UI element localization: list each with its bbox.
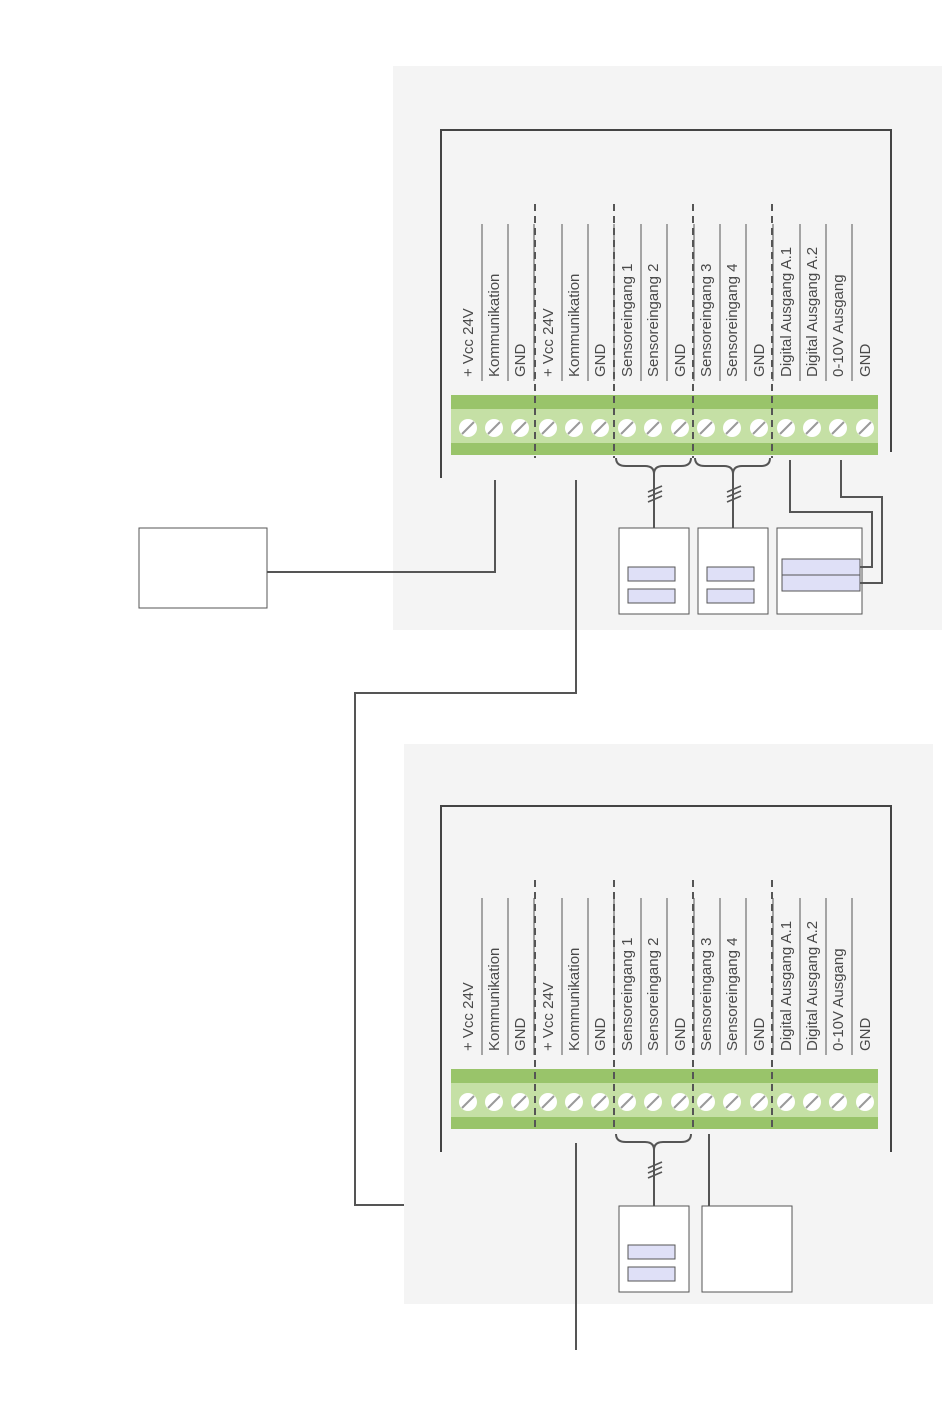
terminal-label: + Vcc 24V — [540, 982, 557, 1051]
screw-terminal-icon — [723, 1093, 741, 1111]
screw-terminal-icon — [539, 419, 557, 437]
module-1-screws — [459, 419, 874, 437]
terminal-label: Digital Ausgang A.1 — [778, 921, 795, 1051]
terminal-label: Sensoreingang 3 — [698, 264, 715, 377]
cable-break-icon — [647, 1161, 663, 1179]
module-2-screws — [459, 1093, 874, 1111]
screw-terminal-icon — [697, 419, 715, 437]
terminal-label: + Vcc 24V — [460, 308, 477, 377]
terminal-label: Sensoreingang 1 — [619, 264, 636, 377]
screw-terminal-icon — [829, 419, 847, 437]
screw-terminal-icon — [829, 1093, 847, 1111]
screw-terminal-icon — [591, 1093, 609, 1111]
screw-terminal-icon — [856, 1093, 874, 1111]
screw-terminal-icon — [485, 419, 503, 437]
module-2-device-box — [701, 1205, 793, 1293]
module-1-sensor-1 — [618, 527, 690, 615]
screw-terminal-icon — [565, 419, 583, 437]
screw-terminal-icon — [856, 419, 874, 437]
terminal-label: GND — [751, 344, 768, 378]
screw-terminal-icon — [459, 1093, 477, 1111]
terminal-label: GND — [857, 344, 874, 378]
screw-terminal-icon — [511, 419, 529, 437]
terminal-label: GND — [857, 1018, 874, 1052]
screw-terminal-icon — [644, 1093, 662, 1111]
screw-terminal-icon — [459, 419, 477, 437]
screw-terminal-icon — [618, 419, 636, 437]
screw-terminal-icon — [539, 1093, 557, 1111]
terminal-label: Kommunikation — [566, 274, 583, 377]
screw-terminal-icon — [618, 1093, 636, 1111]
terminal-label: GND — [592, 1018, 609, 1052]
screw-terminal-icon — [777, 419, 795, 437]
screw-terminal-icon — [671, 419, 689, 437]
module-1-sensor-2 — [697, 527, 769, 615]
terminal-label: GND — [751, 1018, 768, 1052]
module-1-group-dividers — [534, 204, 773, 458]
cable-break-icon — [647, 485, 663, 503]
screw-terminal-icon — [485, 1093, 503, 1111]
cable-break-icon — [726, 485, 742, 503]
wire-analog-out — [840, 460, 883, 584]
wire-power-m1 — [267, 480, 496, 573]
terminal-label: Digital Ausgang A.2 — [804, 247, 821, 377]
terminal-label: Sensoreingang 4 — [724, 264, 741, 377]
terminal-label: Digital Ausgang A.2 — [804, 921, 821, 1051]
screw-terminal-icon — [644, 419, 662, 437]
terminal-label: Sensoreingang 3 — [698, 938, 715, 1051]
terminal-label: GND — [672, 1018, 689, 1052]
terminal-label: + Vcc 24V — [460, 982, 477, 1051]
screw-terminal-icon — [591, 419, 609, 437]
terminal-label: + Vcc 24V — [540, 308, 557, 377]
screw-terminal-icon — [750, 419, 768, 437]
screw-terminal-icon — [803, 419, 821, 437]
terminal-label: Sensoreingang 1 — [619, 938, 636, 1051]
screw-terminal-icon — [671, 1093, 689, 1111]
module-2-housing — [440, 805, 892, 1152]
terminal-label: Kommunikation — [486, 948, 503, 1051]
module-1-housing — [440, 129, 892, 478]
power-supply-box — [138, 527, 268, 609]
terminal-label: Kommunikation — [486, 274, 503, 377]
terminal-label: GND — [512, 1018, 529, 1052]
terminal-label: Kommunikation — [566, 948, 583, 1051]
screw-terminal-icon — [565, 1093, 583, 1111]
module-1-output-device — [776, 527, 863, 615]
terminal-label: 0-10V Ausgang — [830, 948, 847, 1051]
terminal-label: 0-10V Ausgang — [830, 274, 847, 377]
module-2-sensor-1 — [618, 1205, 690, 1293]
terminal-label: Sensoreingang 4 — [724, 938, 741, 1051]
terminal-label: Digital Ausgang A.1 — [778, 247, 795, 377]
screw-terminal-icon — [697, 1093, 715, 1111]
screw-terminal-icon — [803, 1093, 821, 1111]
screw-terminal-icon — [511, 1093, 529, 1111]
terminal-label: GND — [512, 344, 529, 378]
terminal-label: GND — [592, 344, 609, 378]
terminal-label: Sensoreingang 2 — [645, 938, 662, 1051]
module-2-group-dividers — [534, 880, 773, 1132]
screw-terminal-icon — [750, 1093, 768, 1111]
screw-terminal-icon — [777, 1093, 795, 1111]
screw-terminal-icon — [723, 419, 741, 437]
wire-digital-out — [789, 460, 873, 568]
terminal-label: GND — [672, 344, 689, 378]
terminal-label: Sensoreingang 2 — [645, 264, 662, 377]
